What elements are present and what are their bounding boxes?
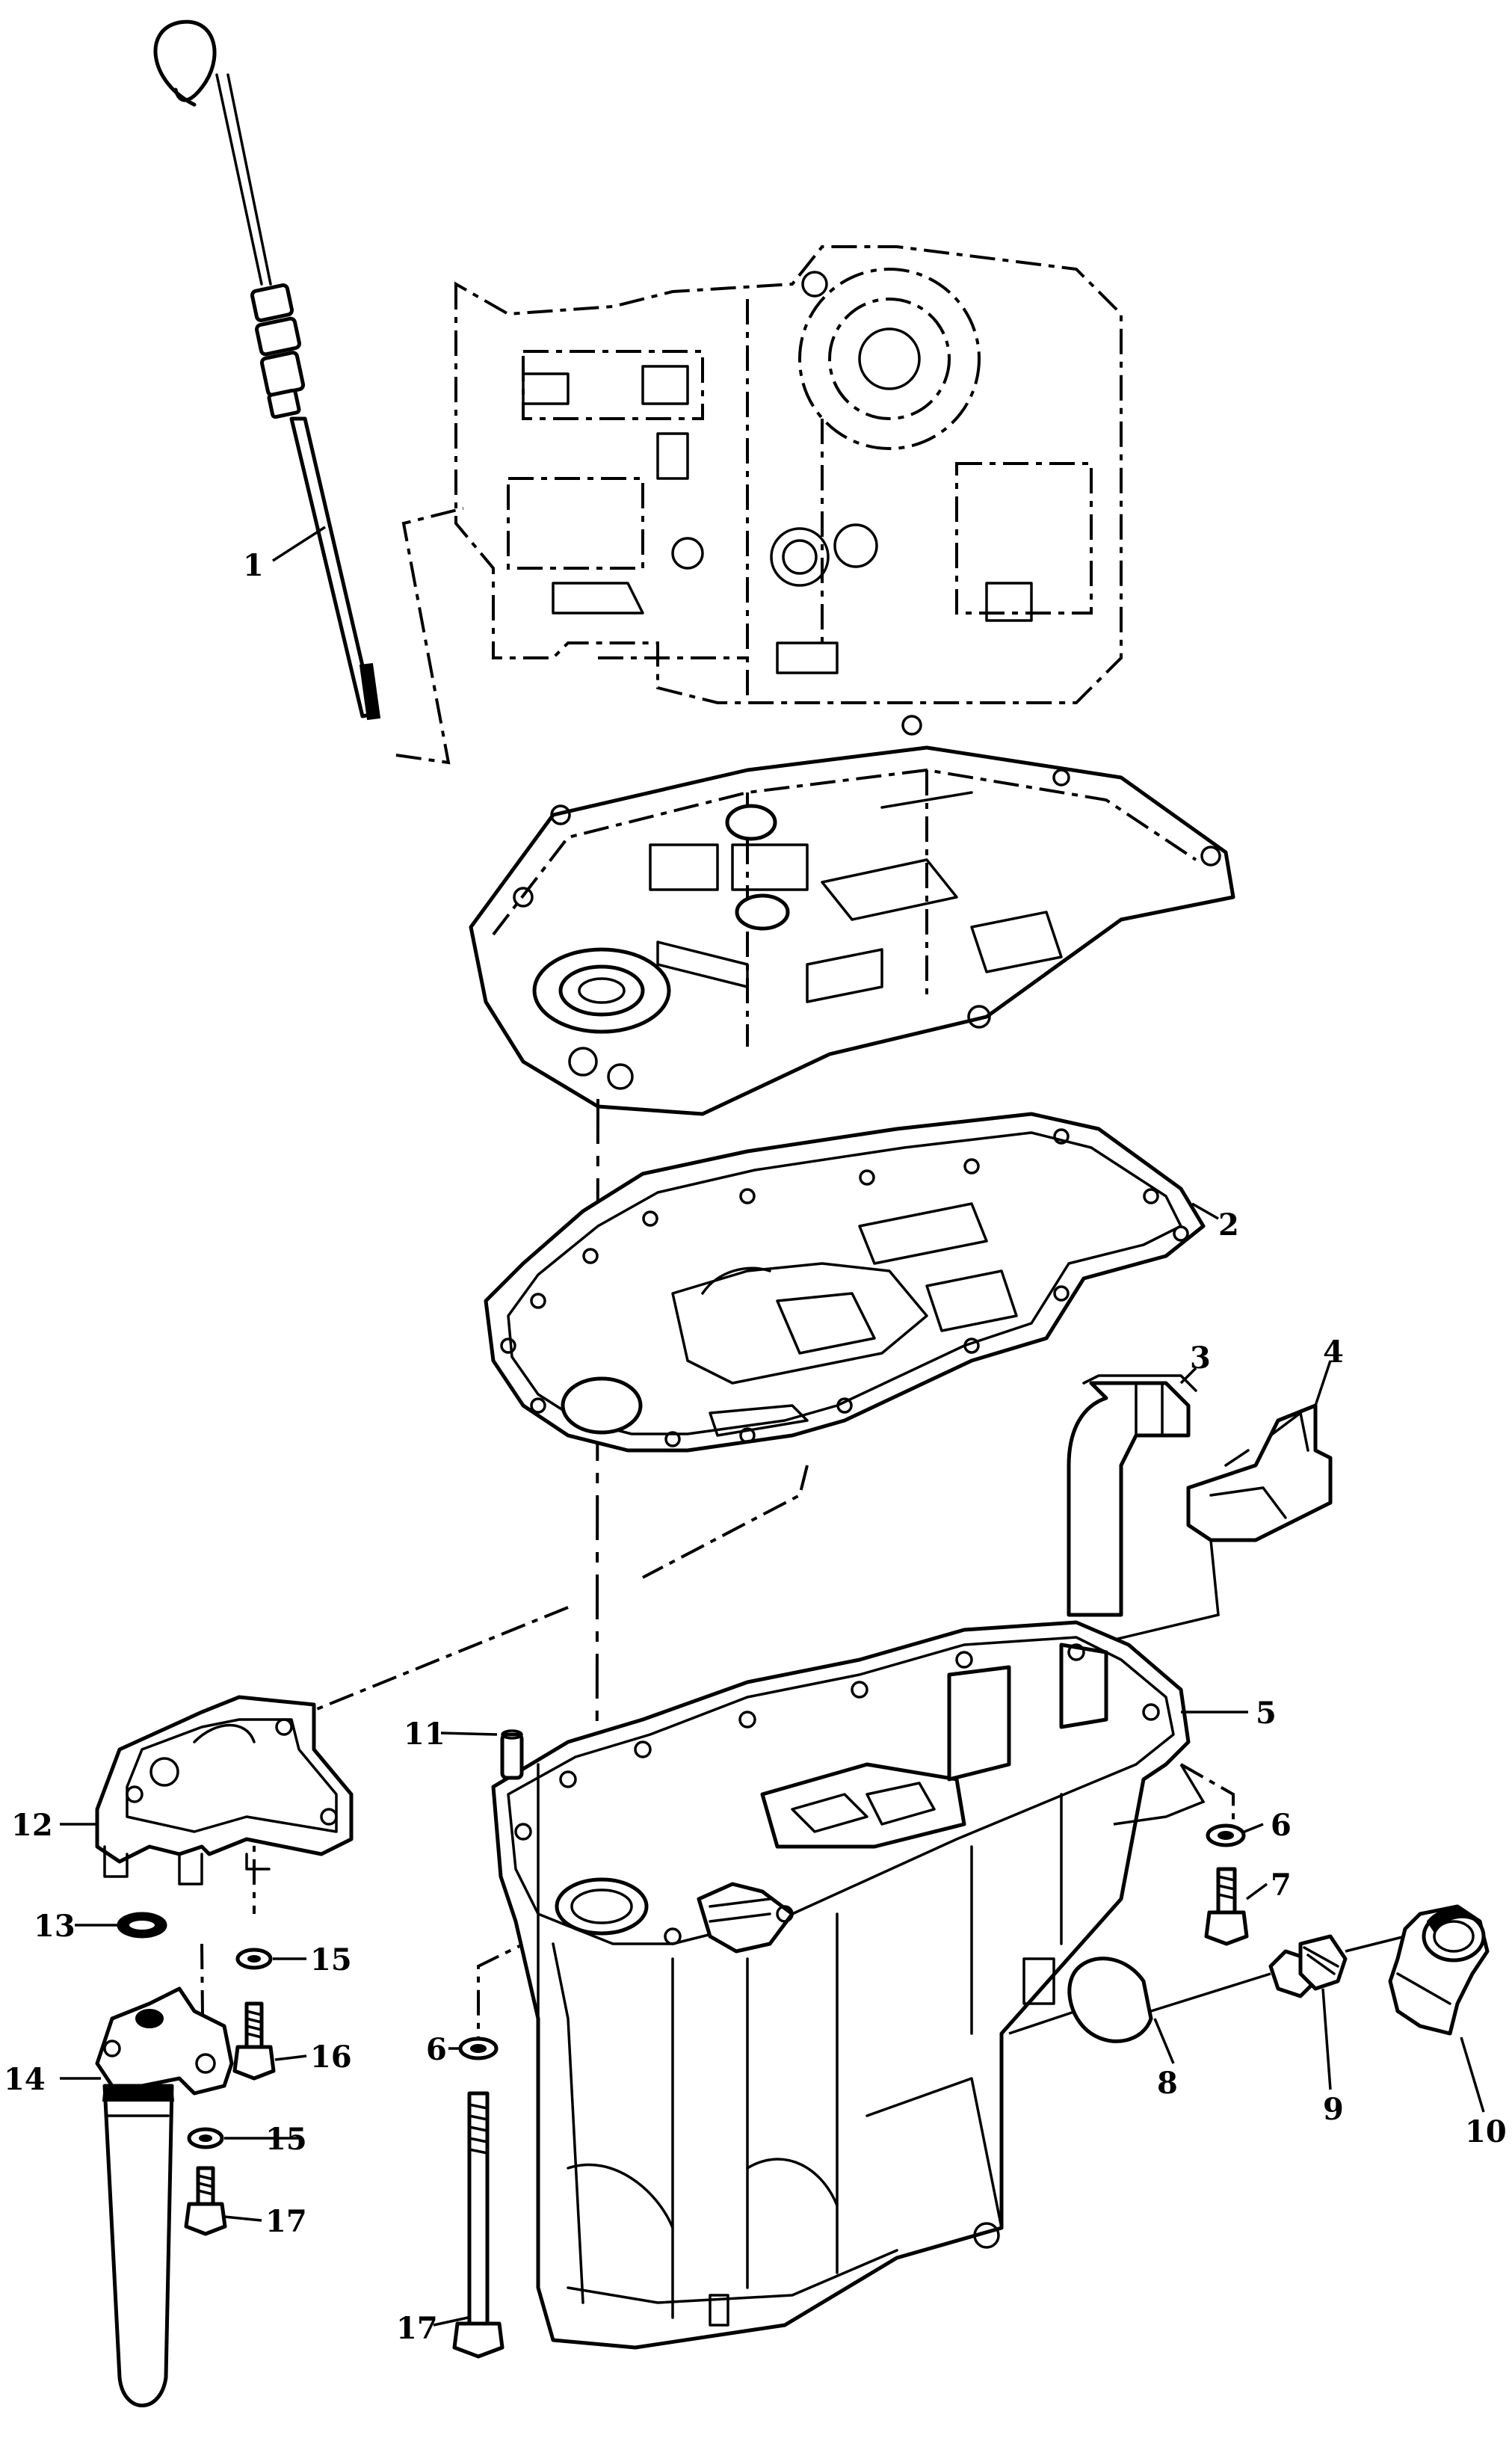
oil-dipstick (153, 19, 464, 765)
oil-strainer (95, 1986, 234, 2407)
oil-pipe (1067, 1374, 1197, 1617)
engine-block-reference (454, 245, 1123, 704)
callout-4: 4 (1323, 1335, 1344, 1370)
alignment-line-gasket-to-pan (642, 1465, 809, 1579)
callout-6-right: 6 (1271, 1808, 1292, 1843)
strainer-cover (95, 1695, 354, 1886)
washer-6-lower (458, 2037, 499, 2060)
callout-17-left: 17 (265, 2204, 307, 2239)
oil-pan-gasket (484, 1112, 1206, 1453)
callout-17-long: 17 (396, 2311, 438, 2346)
callout-5: 5 (1256, 1696, 1277, 1731)
drain-plug (1268, 1934, 1406, 1998)
callout-15-lower: 15 (265, 2122, 307, 2157)
bolt-16 (232, 2001, 276, 2081)
callout-11: 11 (404, 1717, 445, 1752)
callout-2: 2 (1218, 1207, 1239, 1243)
callout-12: 12 (11, 1808, 53, 1843)
callout-13: 13 (34, 1909, 75, 1944)
gasket-washer-8 (1067, 1957, 1271, 2043)
callout-7: 7 (1271, 1868, 1292, 1903)
callout-6-lower: 6 (426, 2032, 447, 2067)
callout-labels: 1 2 3 4 5 6 6 7 8 9 10 11 12 13 14 15 15… (4, 548, 1507, 2346)
callout-3: 3 (1190, 1340, 1211, 1376)
callout-9: 9 (1323, 2092, 1344, 2127)
callout-15-upper: 15 (310, 1942, 352, 1977)
dowel-pin (500, 1729, 524, 1780)
callout-14: 14 (4, 2062, 46, 2097)
bolt-17-left (184, 2166, 227, 2236)
callout-16: 16 (310, 2040, 352, 2075)
bolt-7 (1204, 1867, 1249, 1946)
callout-10: 10 (1465, 2114, 1507, 2149)
drain-fitting (1388, 1904, 1490, 2036)
oil-pan (491, 1620, 1206, 2350)
washer-6-right (1206, 1823, 1246, 1847)
washer-15-lower (187, 2127, 224, 2149)
washer-15-upper (235, 1948, 273, 1970)
cylinder-block-lower-plate (469, 715, 1235, 1116)
leader-lines (60, 526, 1485, 2327)
callout-8: 8 (1157, 2066, 1178, 2101)
alignment-line-bolt-7 (1180, 1763, 1235, 1824)
o-ring (117, 1912, 167, 1939)
callout-1: 1 (243, 548, 264, 583)
bolt-17-long (452, 2091, 504, 2359)
